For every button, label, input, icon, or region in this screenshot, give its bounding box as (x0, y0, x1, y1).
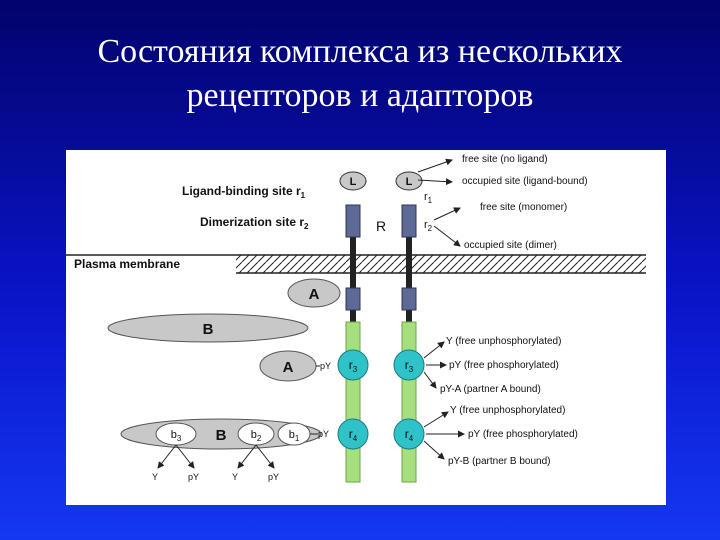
annotation-occupied-ligand: occupied site (ligand-bound) (462, 176, 588, 187)
plasma-membrane (236, 255, 646, 273)
right-stem (402, 322, 416, 482)
right-ligand-label: L (406, 176, 413, 188)
arrow-free-monomer (434, 208, 460, 220)
annotation-occupied-dimer: occupied site (dimer) (464, 240, 557, 251)
receptor-diagram: Plasma membrane L L Ligand-binding site … (66, 150, 666, 505)
pY-B-r4-label: pY (318, 429, 329, 439)
arrow-free-no-ligand (418, 160, 452, 172)
title-line-1: Состояния комплекса из нескольких (0, 30, 720, 74)
adaptor-B-bound-label: B (216, 427, 227, 444)
arrow-r4-free-unphos (424, 412, 448, 427)
arrow-occupied-dimer (434, 226, 460, 246)
b2-pY-label: pY (268, 472, 279, 482)
diagram-canvas: Plasma membrane L L Ligand-binding site … (66, 150, 666, 505)
adaptor-A-free-label: A (309, 286, 320, 303)
annotation-r3-free-phos: pY (free phosphorylated) (449, 360, 559, 371)
r2-label: r2 (424, 219, 433, 233)
arrow-b2-pY (256, 445, 274, 468)
right-tm-segment (402, 288, 416, 310)
annotation-r4-free-unphos: Y (free unphosphorylated) (450, 405, 565, 416)
b2-Y-label: Y (232, 472, 238, 482)
slide-title: Состояния комплекса из нескольких рецепт… (0, 30, 720, 118)
adaptor-B-free-label: B (203, 321, 214, 338)
arrow-r4-partner-B (424, 441, 444, 459)
right-dimer-segment (402, 205, 416, 237)
adaptor-A-bound-label: A (283, 359, 294, 376)
r1-label: r1 (424, 191, 433, 205)
arrow-r3-free-unphos (424, 342, 444, 358)
annotation-r3-partner-A: pY-A (partner A bound) (440, 384, 541, 395)
title-line-2: рецепторов и адапторов (0, 74, 720, 118)
arrow-b3-Y (158, 445, 176, 468)
membrane-label: Plasma membrane (74, 257, 180, 271)
annotation-free-no-ligand: free site (no ligand) (462, 154, 548, 165)
left-stem (346, 322, 360, 482)
ligand-site-label: Ligand-binding site r1 (182, 184, 306, 200)
left-tm-segment (346, 288, 360, 310)
annotation-free-monomer: free site (monomer) (480, 202, 567, 213)
left-dimer-segment (346, 205, 360, 237)
pY-A-r3-label: pY (320, 361, 331, 371)
annotation-r4-partner-B: pY-B (partner B bound) (448, 456, 550, 467)
arrow-r3-partner-A (424, 372, 436, 388)
b3-pY-label: pY (188, 472, 199, 482)
b3-Y-label: Y (152, 472, 158, 482)
annotation-r3-free-unphos: Y (free unphosphorylated) (446, 336, 561, 347)
left-ligand-label: L (350, 176, 357, 188)
arrow-occupied-ligand (418, 180, 452, 182)
annotation-r4-free-phos: pY (free phosphorylated) (468, 429, 578, 440)
receptor-label: R (376, 218, 386, 234)
dimer-site-label: Dimerization site r2 (200, 215, 309, 231)
